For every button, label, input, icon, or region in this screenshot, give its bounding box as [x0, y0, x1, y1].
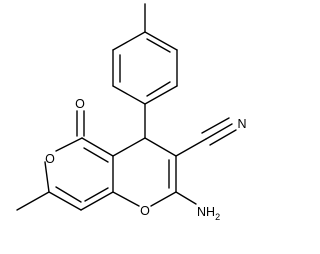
- bond-nitrile-2: [201, 117, 230, 134]
- pyranone-ring: [44, 137, 114, 211]
- bond-c3-cn: [175, 138, 207, 157]
- bond-c2-nh2: [175, 191, 197, 205]
- bond-c8a-c8-double: [84, 187, 109, 202]
- bond-c4-c3: [144, 137, 177, 157]
- ring-oxygen-center-label: O: [140, 204, 150, 218]
- bond-nitrile-3: [209, 129, 237, 146]
- ring-oxygen-left-label: O: [45, 152, 55, 166]
- amino-group-label: NH2: [197, 205, 220, 222]
- pyran-ring: [112, 137, 177, 207]
- bond-c8-c8a: [80, 191, 114, 211]
- molecule-structure-diagram: O O O N NH2: [16, 3, 247, 222]
- amino-nh-text: NH: [197, 205, 215, 219]
- bond-c4a-c5-double: [83, 147, 109, 163]
- tolyl-ring: [112, 31, 178, 105]
- bond-c7-c8-double: [55, 186, 82, 203]
- amino-subscript-text: 2: [215, 212, 220, 222]
- carbonyl-oxygen-label: O: [75, 97, 85, 111]
- bond-c2-o1: [150, 191, 177, 207]
- bond-c5-o6: [55, 137, 83, 152]
- bond-o1-c8a: [112, 191, 140, 207]
- nitrile-nitrogen-label: N: [237, 117, 246, 131]
- bond-aryl-3: [144, 85, 178, 105]
- bond-aryl-4: [112, 85, 146, 105]
- bond-aryl-1: [144, 31, 178, 51]
- bond-nitrile-1: [205, 123, 233, 140]
- bond-o6-c7: [44, 161, 50, 193]
- bond-c4a-c5: [81, 137, 114, 157]
- bond-c4a-c4: [112, 137, 146, 157]
- bond-methyl-left: [16, 191, 50, 211]
- bond-aryl-inner-a: [146, 38, 171, 53]
- bond-aryl-inner-b: [146, 81, 171, 97]
- bond-c7-c8: [48, 191, 82, 211]
- bond-aryl-6: [112, 31, 146, 51]
